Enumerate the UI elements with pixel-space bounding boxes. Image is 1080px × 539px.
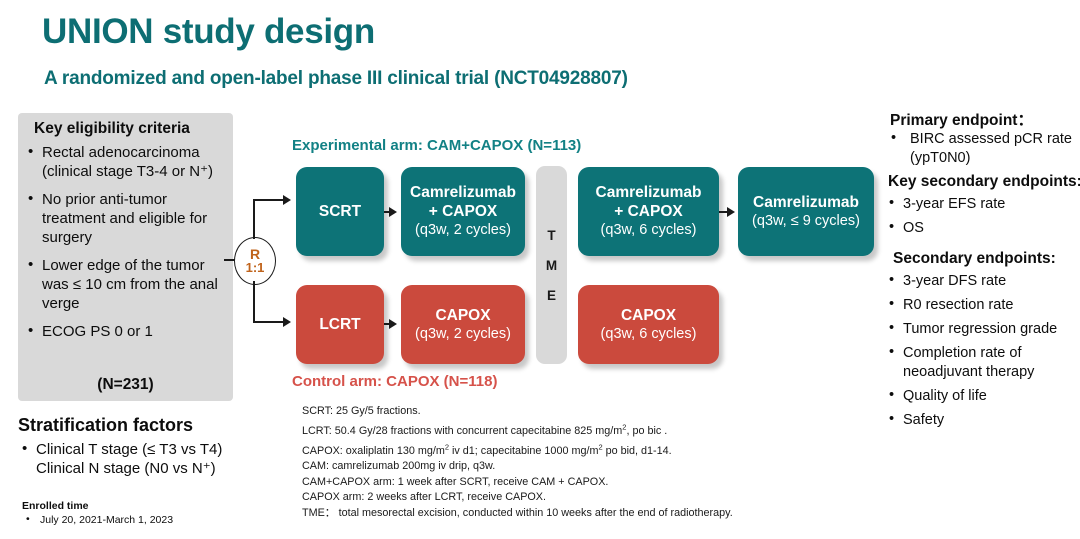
- flow-box-line1: Camrelizumab: [595, 184, 702, 201]
- control-arm-label: Control arm: CAPOX (N=118): [292, 373, 498, 390]
- list-item: Rectal adenocarcinoma (clinical stage T3…: [28, 142, 228, 181]
- flow-box-lcrt[interactable]: LCRT: [296, 285, 384, 364]
- flow-box-line1: LCRT: [319, 316, 361, 333]
- list-item: No prior anti-tumor treatment and eligib…: [28, 189, 228, 247]
- footnote-text: LCRT: 50.4 Gy/28 fractions with concurre…: [302, 422, 668, 437]
- flow-box-scrt[interactable]: SCRT: [296, 167, 384, 256]
- flow-box-line3: (q3w, 6 cycles): [600, 222, 697, 238]
- randomization-ratio: 1:1: [245, 260, 265, 275]
- flow-box-capox-6cycles[interactable]: CAPOX (q3w, 6 cycles): [578, 285, 719, 364]
- secondary-endpoints-list: 3-year DFS rate R0 resection rate Tumor …: [888, 271, 1078, 435]
- flow-box-line1: CAPOX: [620, 306, 677, 324]
- arrow-cam6-to-cam9: [727, 207, 735, 217]
- footnote-line: SCRT: 25 Gy/5 fractions.: [302, 405, 421, 417]
- primary-endpoint-heading: Primary endpoint：: [890, 112, 1033, 129]
- connector-scrt-to-cam1: [384, 211, 390, 213]
- randomization-node: R 1:1: [234, 237, 276, 285]
- list-item: 3-year EFS rate: [888, 194, 1078, 214]
- secondary-endpoints-heading: Secondary endpoints:: [893, 250, 1056, 267]
- primary-endpoint-list: BIRC assessed pCR rate (ypT0N0): [890, 129, 1080, 173]
- flow-box-line2: + CAPOX: [428, 203, 498, 220]
- arrow-scrt-to-cam1: [389, 207, 397, 217]
- key-secondary-endpoints-list: 3-year EFS rate OS: [888, 194, 1078, 243]
- eligibility-heading: Key eligibility criteria: [34, 120, 190, 137]
- list-item: R0 resection rate: [888, 295, 1078, 315]
- randomization-input-line: [224, 259, 236, 261]
- connector-lcrt-to-capox1: [384, 323, 390, 325]
- flow-box-cam-capox-6cycles[interactable]: Camrelizumab + CAPOX (q3w, 6 cycles): [578, 167, 719, 256]
- list-item: BIRC assessed pCR rate (ypT0N0): [890, 129, 1080, 168]
- flow-box-line1: Camrelizumab: [753, 193, 859, 211]
- randomization-label: R: [249, 246, 261, 262]
- arrow-lcrt-to-capox1: [389, 319, 397, 329]
- connector-down-horizontal: [253, 321, 285, 323]
- list-item: ECOG PS 0 or 1: [28, 321, 228, 341]
- list-item: Tumor regression grade: [888, 319, 1078, 339]
- flow-box-line1: SCRT: [318, 203, 362, 220]
- list-item: Lower edge of the tumor was ≤ 10 cm from…: [28, 255, 228, 313]
- footnote-line: CAPOX arm: 2 weeks after LCRT, receive C…: [302, 491, 547, 504]
- enrolled-time-heading: Enrolled time: [22, 500, 89, 512]
- list-item: OS: [888, 218, 1078, 238]
- list-item: Completion rate of neoadjuvant therapy: [888, 343, 1078, 382]
- footnote-line: LCRT: 50.4 Gy/28 fractions with concurre…: [302, 419, 772, 439]
- experimental-arm-label: Experimental arm: CAM+CAPOX (N=113): [292, 137, 582, 154]
- list-item: Clinical T stage (≤ T3 vs T4): [22, 439, 272, 459]
- tme-letter: T: [547, 227, 556, 243]
- footnote-line: CAPOX: oxaliplatin 130 mg/m2 iv d1; cape…: [302, 439, 772, 459]
- flow-box-line3: (q3w, 2 cycles): [415, 222, 511, 238]
- page-subtitle: A randomized and open-label phase III cl…: [44, 68, 628, 89]
- list-item: Quality of life: [888, 386, 1078, 406]
- tme-letter: E: [546, 287, 556, 303]
- enrolled-time-value: July 20, 2021-March 1, 2023: [26, 513, 173, 526]
- footnote-line: CAM+CAPOX arm: 1 week after SCRT, receiv…: [302, 475, 609, 488]
- page-title: UNION study design: [42, 12, 375, 51]
- footnote-text: CAPOX: oxaliplatin 130 mg/m2 iv d1; cape…: [302, 442, 672, 457]
- connector-up-horizontal: [253, 199, 285, 201]
- footnote-line: TME： total mesorectal excision, conducte…: [302, 506, 733, 519]
- flow-box-cam-capox-2cycles[interactable]: Camrelizumab + CAPOX (q3w, 2 cycles): [401, 167, 525, 256]
- list-item: Clinical N stage (N0 vs N⁺): [36, 460, 216, 477]
- arrow-up-head: [283, 195, 291, 205]
- list-item: 3-year DFS rate: [888, 271, 1078, 291]
- flow-box-line1: CAPOX: [435, 306, 491, 324]
- flow-box-line3: (q3w, 2 cycles): [415, 325, 511, 342]
- footnotes-block: SCRT: 25 Gy/5 fractions. LCRT: 50.4 Gy/2…: [302, 404, 772, 521]
- stratification-list: Clinical T stage (≤ T3 vs T4) Clinical N…: [22, 439, 272, 478]
- stratification-heading: Stratification factors: [18, 415, 194, 435]
- eligibility-total: (N=231): [97, 376, 154, 393]
- connector-down-vertical: [253, 281, 255, 323]
- list-item: Safety: [888, 410, 1078, 430]
- eligibility-list: Rectal adenocarcinoma (clinical stage T3…: [28, 142, 228, 350]
- flow-box-line3: (q3w, ≤ 9 cycles): [752, 212, 860, 229]
- connector-cam6-to-cam9: [719, 211, 728, 213]
- flow-box-capox-2cycles[interactable]: CAPOX (q3w, 2 cycles): [401, 285, 525, 364]
- connector-up-vertical: [253, 199, 255, 239]
- arrow-down-head: [283, 317, 291, 327]
- flow-box-line3: (q3w, 6 cycles): [600, 325, 697, 342]
- flow-box-line1: Camrelizumab: [410, 184, 516, 201]
- flow-box-line2: + CAPOX: [614, 203, 683, 220]
- footnote-line: CAM: camrelizumab 200mg iv drip, q3w.: [302, 460, 496, 473]
- flow-box-camrelizumab-maintenance[interactable]: Camrelizumab (q3w, ≤ 9 cycles): [738, 167, 874, 256]
- key-secondary-endpoints-heading: Key secondary endpoints:: [888, 173, 1080, 190]
- tme-surgery-column: T M E: [536, 166, 567, 364]
- tme-letter: M: [545, 257, 558, 273]
